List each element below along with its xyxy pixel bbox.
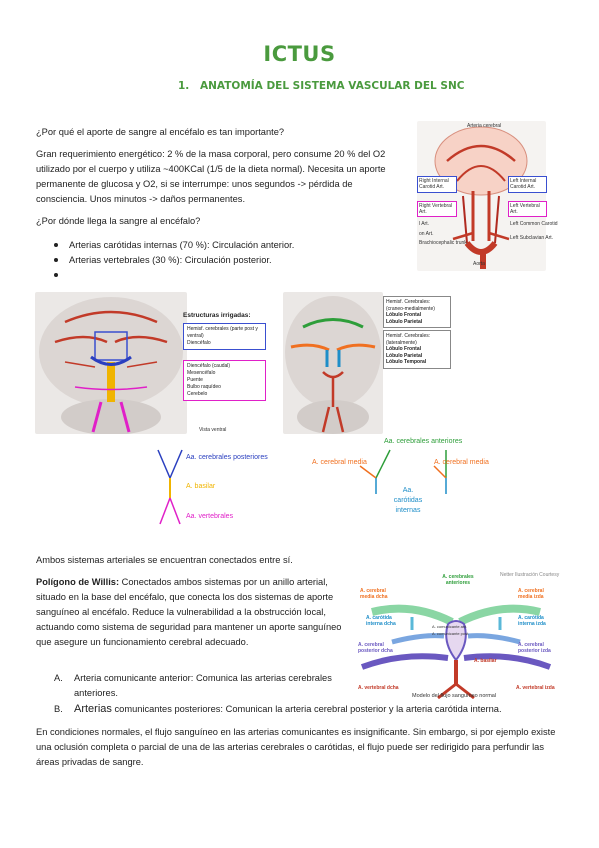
posterior-cerebral-label: Aa. cerebrales posteriores (186, 454, 268, 461)
willis-term: Polígono de Willis: (36, 577, 120, 587)
label-box: Right Vertebral Art. (417, 201, 457, 217)
willis-vertebral-dcha-label: A. vertebral dcha (358, 685, 399, 691)
box-title: Hemisf. Cerebrales: (lateralmente) (386, 333, 431, 346)
lobe-item: Lóbulo Frontal (386, 312, 421, 318)
willis-posterior-dcha-label: A. cerebral posterior dcha (358, 642, 393, 654)
structures-title: Estructuras irrigadas: (183, 312, 251, 319)
lobe-item: Lóbulo Parietal (386, 352, 423, 359)
list-item-b: B. Arterias comunicantes posteriores: Co… (36, 702, 566, 717)
arteries-list: Arterias carótidas internas (70 %): Circ… (52, 238, 392, 283)
brain-vessels-2 (285, 296, 381, 434)
label-box: Left Internal Carotid Art. (508, 176, 547, 193)
lobe-item: Lóbulo Parietal (386, 318, 423, 325)
basilar-label: A. basilar (186, 483, 216, 490)
answer-1: Gran requerimiento energético: 2 % de la… (36, 149, 386, 204)
aorta-label: l Art. (419, 221, 430, 227)
cerebral-box-lateral: Hemisf. Cerebrales: (lateralmente) Lóbul… (383, 330, 451, 369)
posterior-structures-box: Diencéfalo (caudal) Mesencéfalo Puente B… (183, 360, 266, 401)
list-marker: B. (54, 704, 63, 714)
anterior-schema-lines (359, 449, 447, 494)
brain-ventral-figure: Estructuras irrigadas: Hemisf. cerebrale… (35, 292, 266, 435)
label-box: Right Internal Carotid Art. (417, 176, 457, 193)
posterior-circulation-schema: Aa. cerebrales posteriores A. basilar Aa… (150, 440, 310, 530)
section-heading: 1. ANATOMÍA DEL SISTEMA VASCULAR DEL SNC (178, 80, 464, 92)
aorta-illustration (434, 126, 528, 269)
willis-carotida-izda-label: A. carótida interna izda (518, 615, 546, 627)
figure-caption: Vista ventral (199, 427, 227, 433)
willis-carotida-dcha-label: A. carótida interna dcha (366, 615, 396, 627)
willis-illustration (360, 604, 552, 700)
willis-com-post-label: A. comunicante post. (432, 631, 470, 636)
posterior-schema-lines (157, 449, 183, 525)
list-item (52, 268, 392, 283)
aorta-label: on Art. (419, 231, 434, 237)
aorta-label: Left Common Carotid (510, 221, 558, 227)
willis-text: Conectados ambos sistemas por un anillo … (36, 577, 342, 647)
aorta-figure: Arteria cerebral Right Internal Carotid … (417, 121, 558, 271)
anterior-circulation-schema: Aa. cerebrales anteriores A. cerebral me… (304, 438, 514, 522)
middle-cerebral-right-label: A. cerebral media (434, 459, 489, 466)
list-item-lead: Arterias (74, 703, 112, 715)
anterior-structures-box: Hemisf. cerebrales (parte post y ventral… (183, 323, 266, 350)
structure-item: Puente (187, 377, 203, 383)
list-item: A. Arteria comunicante anterior: Comunic… (36, 671, 354, 701)
willis-media-izda-label: A. cerebral media izda (518, 588, 544, 600)
aorta-label: Aorta (473, 261, 485, 267)
list-item-text: comunicantes posteriores: Comunican la a… (114, 704, 502, 714)
brain-illustration-2 (283, 292, 383, 434)
willis-posterior-izda-label: A. cerebral posterior izda (518, 642, 551, 654)
aorta-top-label: Arteria cerebral (467, 123, 502, 129)
structure-item: Diencéfalo (caudal) (187, 363, 231, 369)
willis-anterior-label: A. cerebrales anteriores (442, 574, 474, 586)
cerebral-box-medial: Hemisf. Cerebrales: (craneo-medialmente)… (383, 296, 451, 328)
list-marker: A. (54, 673, 63, 683)
structures-panel: Estructuras irrigadas: Hemisf. cerebrale… (183, 312, 266, 401)
question-2: ¿Por dónde llega la sangre al encéfalo? (36, 216, 201, 226)
structure-item: Diencéfalo (187, 340, 211, 346)
section-number: 1. (178, 80, 190, 92)
communicating-arteries-list: A. Arteria comunicante anterior: Comunic… (36, 671, 354, 701)
structure-item: Bulbo raquídeo (187, 384, 221, 390)
box-title: Hemisf. Cerebrales: (craneo-medialmente) (386, 299, 435, 312)
willis-description: Polígono de Willis: Conectados ambos sis… (36, 575, 354, 650)
internal-carotid-label: Aa. carótidas internas (393, 487, 423, 514)
brain-vessels-1 (39, 297, 183, 435)
structure-item: Mesencéfalo (187, 370, 216, 376)
closing-paragraph: En condiciones normales, el flujo sanguí… (36, 727, 556, 767)
brain-illustration-1 (35, 292, 187, 435)
list-item: Arterias vertebrales (30 %): Circulación… (52, 253, 392, 268)
middle-cerebral-left-label: A. cerebral media (312, 459, 367, 466)
structure-item: Hemisf. cerebrales (parte post y ventral… (187, 326, 258, 339)
lobe-item: Lóbulo Temporal (386, 359, 427, 365)
willis-basilar-label: A. basilar (474, 658, 497, 664)
willis-com-ant-label: A. comunicante ant. (432, 624, 468, 629)
anterior-cerebral-label: Aa. cerebrales anteriores (384, 438, 463, 445)
label-box: Left Vertebral Art. (508, 201, 547, 217)
vertebral-label: Aa. vertebrales (186, 513, 234, 520)
willis-media-dcha-label: A. cerebral media dcha (360, 588, 388, 600)
aorta-label: Left Subclavian Art. (510, 235, 554, 241)
lobe-item: Lóbulo Frontal (386, 346, 421, 352)
page-title: ICTUS (263, 42, 336, 66)
question-1: ¿Por qué el aporte de sangre al encéfalo… (36, 127, 285, 137)
list-item-text: Arteria comunicante anterior: Comunica l… (74, 673, 332, 698)
willis-caption: Modelo del flujo sanguíneo normal (412, 693, 497, 699)
brain-lateral-figure: Hemisf. Cerebrales: (craneo-medialmente)… (283, 292, 451, 434)
willis-figure: A. cerebrales anteriores Netter Ilustrac… (352, 572, 560, 702)
willis-source: Netter Ilustración Courtesy (500, 572, 560, 578)
willis-vertebral-izda-label: A. vertebral izda (516, 685, 555, 691)
aorta-label: Brachiocephalic trunk (419, 240, 467, 246)
structure-item: Cerebelo (187, 391, 208, 397)
section-title: ANATOMÍA DEL SISTEMA VASCULAR DEL SNC (200, 80, 465, 92)
connected-text: Ambos sistemas arteriales se encuentran … (36, 555, 293, 565)
list-item: Arterias carótidas internas (70 %): Circ… (52, 238, 392, 253)
